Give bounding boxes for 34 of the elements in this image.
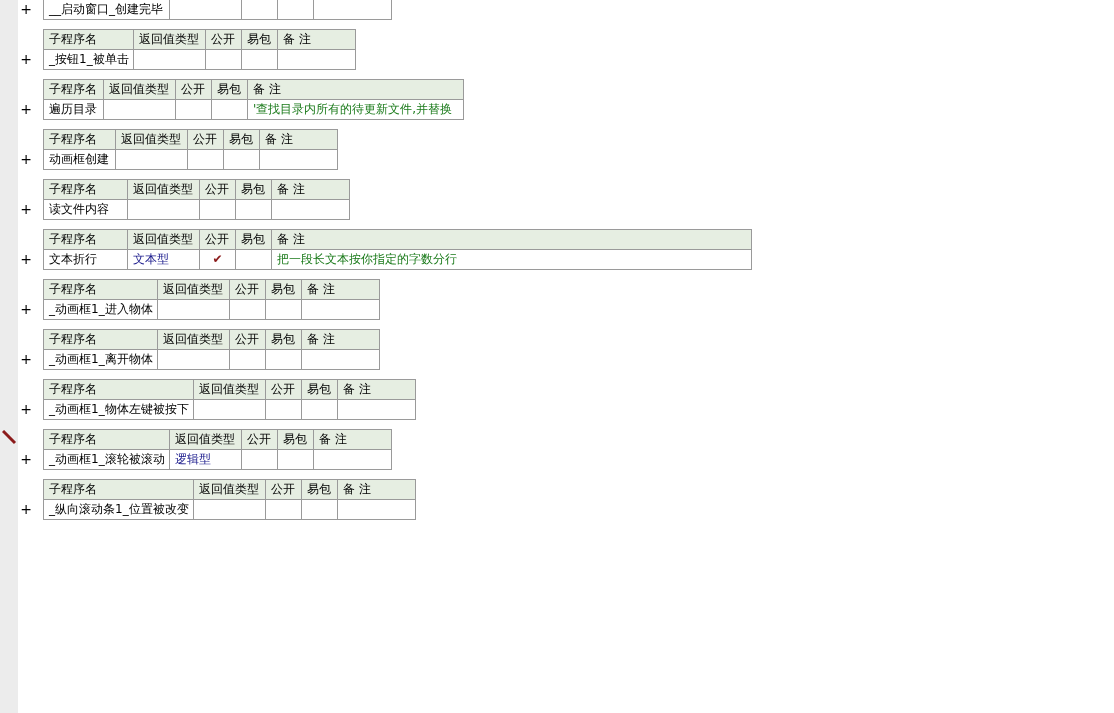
expand-toggle: +: [20, 500, 32, 519]
column-header: 备 注: [301, 279, 380, 300]
column-header: 备 注: [259, 129, 338, 150]
column-header: 备 注: [271, 229, 752, 250]
column-header: 备 注: [247, 79, 464, 100]
subroutine-name: __启动窗口_创建完毕: [43, 0, 170, 20]
subroutine-name: _纵向滚动条1_位置被改变: [43, 499, 194, 520]
expand-toggle: +: [20, 450, 32, 469]
column-header: 备 注: [301, 329, 380, 350]
expand-toggle: +: [20, 250, 32, 269]
column-header: 备 注: [337, 379, 416, 400]
comment-text: 把一段长文本按你指定的字数分行: [271, 249, 752, 270]
expand-toggle: +: [20, 0, 32, 19]
subroutine-name: _按钮1_被单击: [43, 49, 134, 70]
subroutine-name: 读文件内容: [43, 199, 128, 220]
subroutine-name: 文本折行: [43, 249, 128, 270]
comment-text: '查找目录内所有的待更新文件,并替换: [247, 99, 464, 120]
column-header: 备 注: [271, 179, 350, 200]
expand-toggle: +: [20, 400, 32, 419]
expand-toggle: +: [20, 100, 32, 119]
expand-toggle: +: [20, 150, 32, 169]
expand-toggle: +: [20, 200, 32, 219]
expand-toggle: +: [20, 350, 32, 369]
subroutine-name: 遍历目录: [43, 99, 104, 120]
column-header: 备 注: [313, 429, 392, 450]
subroutine-name: 动画框创建: [43, 149, 116, 170]
expand-toggle: +: [20, 300, 32, 319]
subroutine-name: _动画框1_物体左键被按下: [43, 399, 194, 420]
subroutine-name: _动画框1_进入物体: [43, 299, 158, 320]
subroutine-name: _动画框1_离开物体: [43, 349, 158, 370]
column-header: 备 注: [277, 29, 356, 50]
subroutine-name: _动画框1_滚轮被滚动: [43, 449, 170, 470]
expand-toggle: +: [20, 50, 32, 69]
column-header: 备 注: [337, 479, 416, 500]
